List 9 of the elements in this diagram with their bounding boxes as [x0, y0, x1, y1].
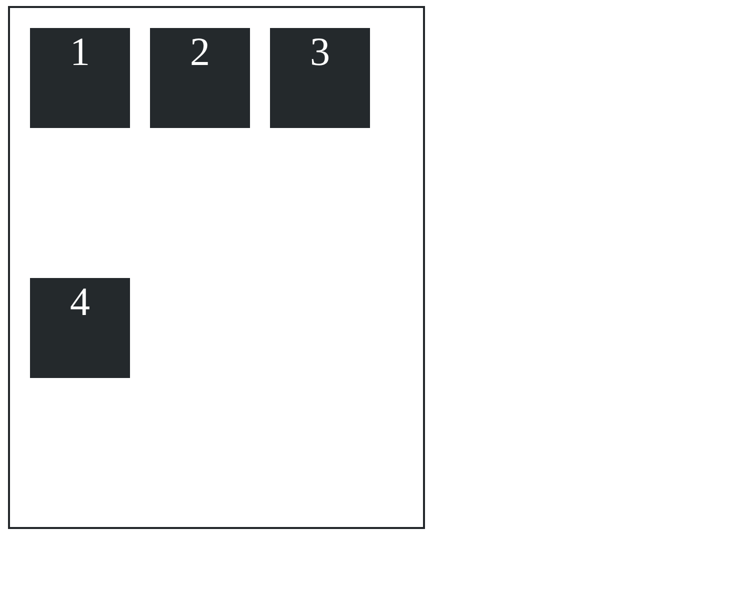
- square-tile: [150, 28, 250, 128]
- square-tile: [270, 28, 370, 128]
- square-tile: [30, 28, 130, 128]
- tile-number: 4: [70, 279, 90, 325]
- tile-number: 2: [190, 29, 210, 75]
- container-frame: [8, 6, 425, 529]
- square-tile: [30, 278, 130, 378]
- tile-number: 1: [70, 29, 90, 75]
- tile-number: 3: [310, 29, 330, 75]
